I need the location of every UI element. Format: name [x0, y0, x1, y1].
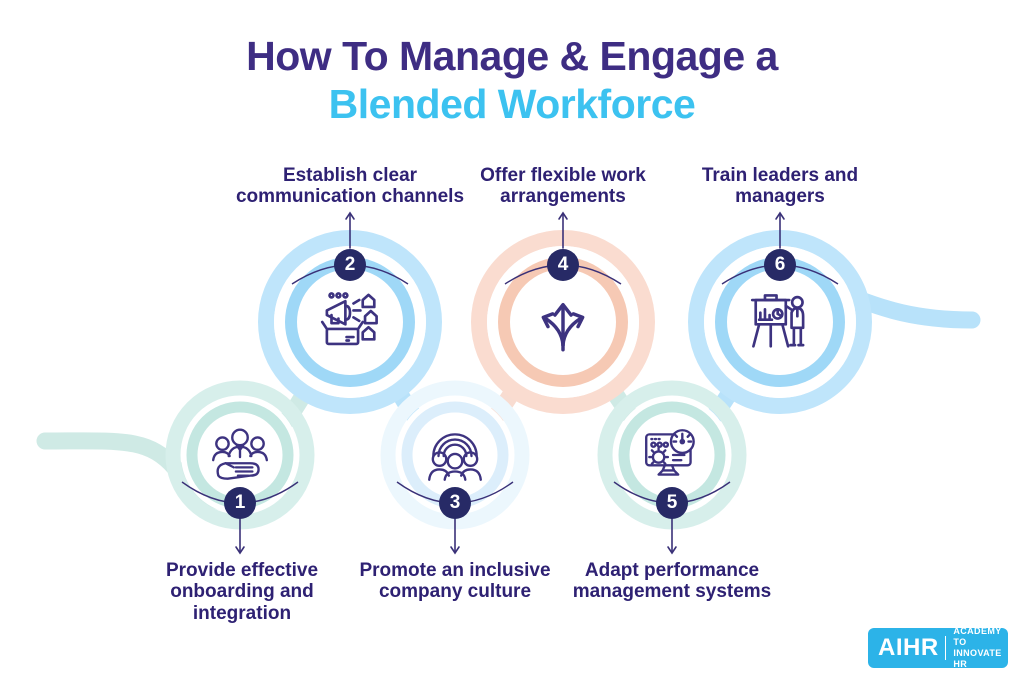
step6-label: Train leaders and managers — [701, 165, 859, 208]
pointer-arrows — [235, 211, 785, 555]
aihr-tagline-line-1: ACADEMY TO — [953, 625, 1002, 647]
flexible-arrows-icon — [526, 285, 600, 359]
page-title: How To Manage & Engage a Blended Workfor… — [0, 32, 1024, 129]
megaphone-announcement-icon — [313, 285, 387, 359]
step3-label: Promote an inclusive company culture — [359, 560, 551, 603]
title-line-2: Blended Workforce — [328, 81, 696, 128]
aihr-logo-divider — [944, 636, 947, 660]
step2-label: Establish clear communication channels — [235, 165, 465, 208]
team-onboarding-icon — [207, 422, 273, 488]
aihr-logo: AIHR ACADEMY TO INNOVATE HR — [868, 626, 1008, 671]
step1-number-badge: 1 — [224, 487, 256, 519]
step2-number-badge: 2 — [334, 249, 366, 281]
inclusive-people-icon — [422, 422, 488, 488]
step4-number-badge: 4 — [547, 249, 579, 281]
step5-number-badge: 5 — [656, 487, 688, 519]
step6-number-badge: 6 — [764, 249, 796, 281]
step4-label: Offer flexible work arrangements — [480, 165, 646, 208]
step3-number-badge: 3 — [439, 487, 471, 519]
performance-monitor-icon — [639, 422, 705, 488]
aihr-logo-brand: AIHR — [878, 634, 939, 661]
aihr-tagline-line-2: INNOVATE HR — [953, 648, 1002, 670]
step5-label: Adapt performance management systems — [572, 560, 772, 603]
trainer-presentation-icon — [743, 285, 817, 359]
aihr-logo-tagline: ACADEMY TO INNOVATE HR — [953, 626, 1008, 671]
title-line-1: How To Manage & Engage a — [246, 33, 778, 79]
step1-label: Provide effective onboarding and integra… — [165, 560, 319, 624]
